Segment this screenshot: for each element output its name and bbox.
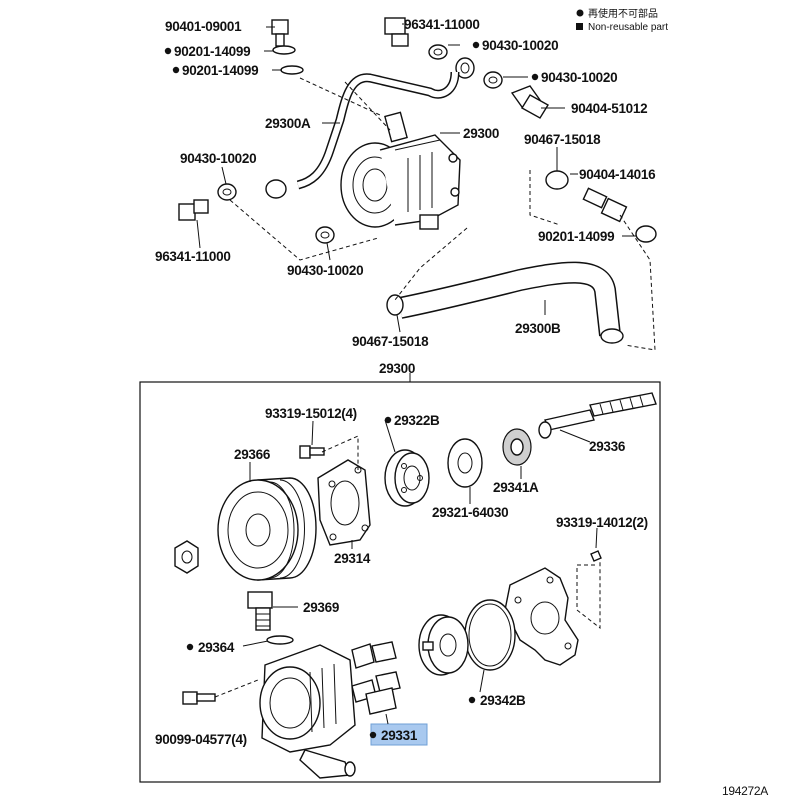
label-90430-10020-left[interactable]: 90430-10020 (180, 151, 257, 166)
legend: 再使用不可部品 Non-reusable part (576, 7, 668, 33)
label-90201-14099-right[interactable]: 90201-14099 (538, 229, 615, 244)
label-29300-assembly[interactable]: 29300 (379, 361, 415, 376)
label-90404-51012[interactable]: 90404-51012 (571, 101, 648, 116)
shaft-29336 (538, 392, 657, 439)
assembly-box (139, 381, 661, 783)
legend-nonreusable-jp: 再使用不可部品 (588, 7, 658, 20)
pipe-clamp-icon (265, 179, 287, 199)
label-90404-14016[interactable]: 90404-14016 (579, 167, 656, 182)
hose-clip-right-icon (545, 170, 569, 190)
label-93319-15012[interactable]: 93319-15012(4) (265, 406, 357, 421)
lower-assembly (174, 392, 657, 779)
washer-29321 (447, 438, 483, 488)
nut-icon (174, 540, 199, 574)
cover-plate (504, 567, 579, 666)
label-29300A[interactable]: 29300A (265, 116, 311, 131)
label-90430-10020-bottom[interactable]: 90430-10020 (287, 263, 364, 278)
bolt-90099 (182, 691, 216, 705)
gasket-90430-top-icon (428, 44, 448, 60)
screw-93319-14012 (590, 550, 602, 562)
label-29300B[interactable]: 29300B (515, 321, 561, 336)
label-90467-15018-bottom[interactable]: 90467-15018 (352, 334, 429, 349)
label-90201-14099-b[interactable]: 90201-14099 (182, 63, 259, 78)
plug-29369 (247, 591, 273, 631)
gasket-90430-bottom-icon (315, 226, 335, 244)
nonreusable-markers (164, 41, 539, 739)
label-90430-10020-top[interactable]: 90430-10020 (482, 38, 559, 53)
union-bolt-left-icon (178, 199, 209, 221)
label-96341-11000-left[interactable]: 96341-11000 (155, 249, 231, 264)
gasket-29364 (266, 635, 294, 645)
rotor (418, 614, 469, 676)
label-29369[interactable]: 29369 (303, 600, 339, 615)
label-29366[interactable]: 29366 (234, 447, 271, 462)
pulley-29366 (217, 477, 317, 581)
fitting-90404-14016-icon (582, 187, 628, 223)
label-29321-64030[interactable]: 29321-64030 (432, 505, 509, 520)
gasket-90430-left-icon (217, 183, 237, 201)
label-29322B[interactable]: 29322B (394, 413, 440, 428)
gasket-90430-right-icon (483, 71, 503, 89)
union-bolt-top-icon (384, 17, 409, 47)
upper-guides (229, 77, 656, 351)
vacuum-pump-body (340, 111, 461, 230)
legend-nonreusable-en: Non-reusable part (588, 22, 668, 33)
lower-guides (214, 435, 601, 698)
bolt-90401-icon (271, 19, 289, 47)
upper-assembly (178, 17, 657, 344)
figure-id: 194272A (722, 784, 768, 798)
leader-lines (196, 23, 637, 725)
label-93319-14012[interactable]: 93319-14012(2) (556, 515, 648, 530)
gasket-90201-right-icon (635, 225, 657, 243)
label-29341A[interactable]: 29341A (493, 480, 539, 495)
vanes-29331 (351, 641, 401, 715)
label-90467-15018-right[interactable]: 90467-15018 (524, 132, 601, 147)
nonreusable-square-icon (576, 23, 583, 30)
label-29314[interactable]: 29314 (334, 551, 371, 566)
label-29300-top[interactable]: 29300 (463, 126, 499, 141)
bolt-93319-15012 (299, 445, 325, 459)
label-29336[interactable]: 29336 (589, 439, 626, 454)
nonreusable-dot-icon (576, 9, 584, 17)
label-90201-14099-a[interactable]: 90201-14099 (174, 44, 251, 59)
gasket-90201-b-icon (280, 65, 304, 75)
part-labels: 90401-09001 90201-14099 90201-14099 9634… (155, 17, 769, 798)
plate-29314 (317, 459, 371, 546)
label-29331[interactable]: 29331 (381, 728, 418, 743)
label-90099-04577[interactable]: 90099-04577(4) (155, 732, 247, 747)
hose-union-upper-icon (455, 57, 475, 79)
label-90430-10020-right[interactable]: 90430-10020 (541, 70, 618, 85)
pump-housing (259, 644, 356, 779)
o-ring-29342B (464, 599, 516, 671)
gasket-90201-a-icon (272, 45, 296, 55)
label-29342B[interactable]: 29342B (480, 693, 526, 708)
hose-clip-bottom-icon (386, 294, 404, 316)
label-96341-11000-top[interactable]: 96341-11000 (404, 17, 480, 32)
fitting-90404-51012-icon (510, 85, 549, 119)
label-90401-09001[interactable]: 90401-09001 (165, 19, 242, 34)
label-29364[interactable]: 29364 (198, 640, 235, 655)
bearing-29322B (384, 449, 430, 507)
